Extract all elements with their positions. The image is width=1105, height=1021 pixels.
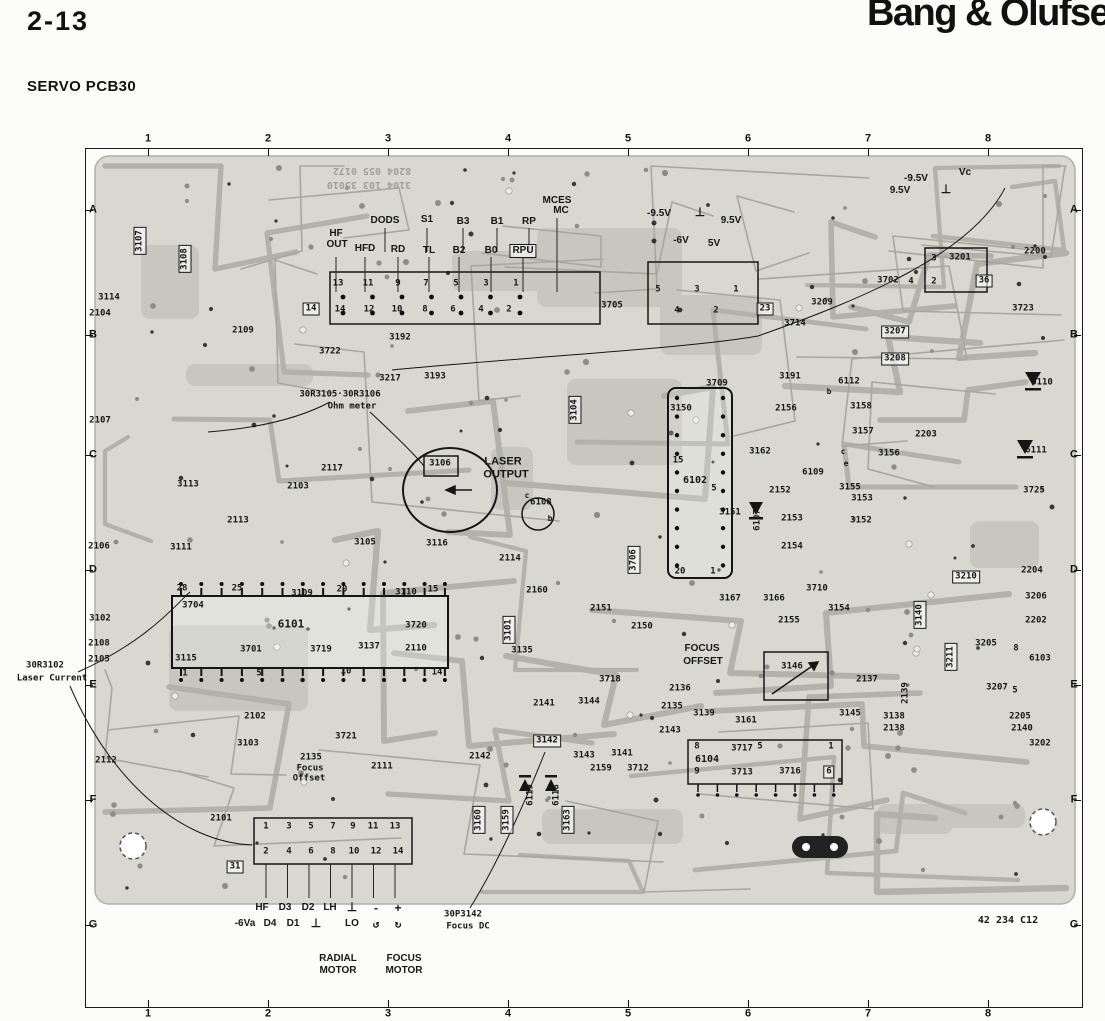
power-connector-outline [647,261,759,325]
page-number: 2-13 [27,6,90,36]
laser-arrowhead [444,484,456,496]
component-outlines [69,187,1057,909]
ic-pins [179,218,836,898]
mounting-hole [119,832,147,860]
transistor-6108-outline [521,497,555,531]
mounting-hole [1029,808,1057,836]
connector-p14-outline [329,271,601,325]
ic-6104-outline [687,739,843,785]
trimmer-3146-arrow [771,661,819,695]
diode-symbols [519,372,1041,791]
brand-logo: Bang & Olufsen [866,0,1105,34]
component-block [792,836,848,858]
ic-6101-outline [171,595,449,669]
trimmer-3146-outline [763,651,829,701]
ic-6102-outline [667,387,733,579]
connector-p31-outline [253,817,413,865]
pcb-traces [102,163,1070,896]
section-title: SERVO PCB30 [27,78,137,95]
laser-output-area [402,447,498,533]
connector-36-outline [924,247,988,293]
pcb-board [94,155,1076,905]
